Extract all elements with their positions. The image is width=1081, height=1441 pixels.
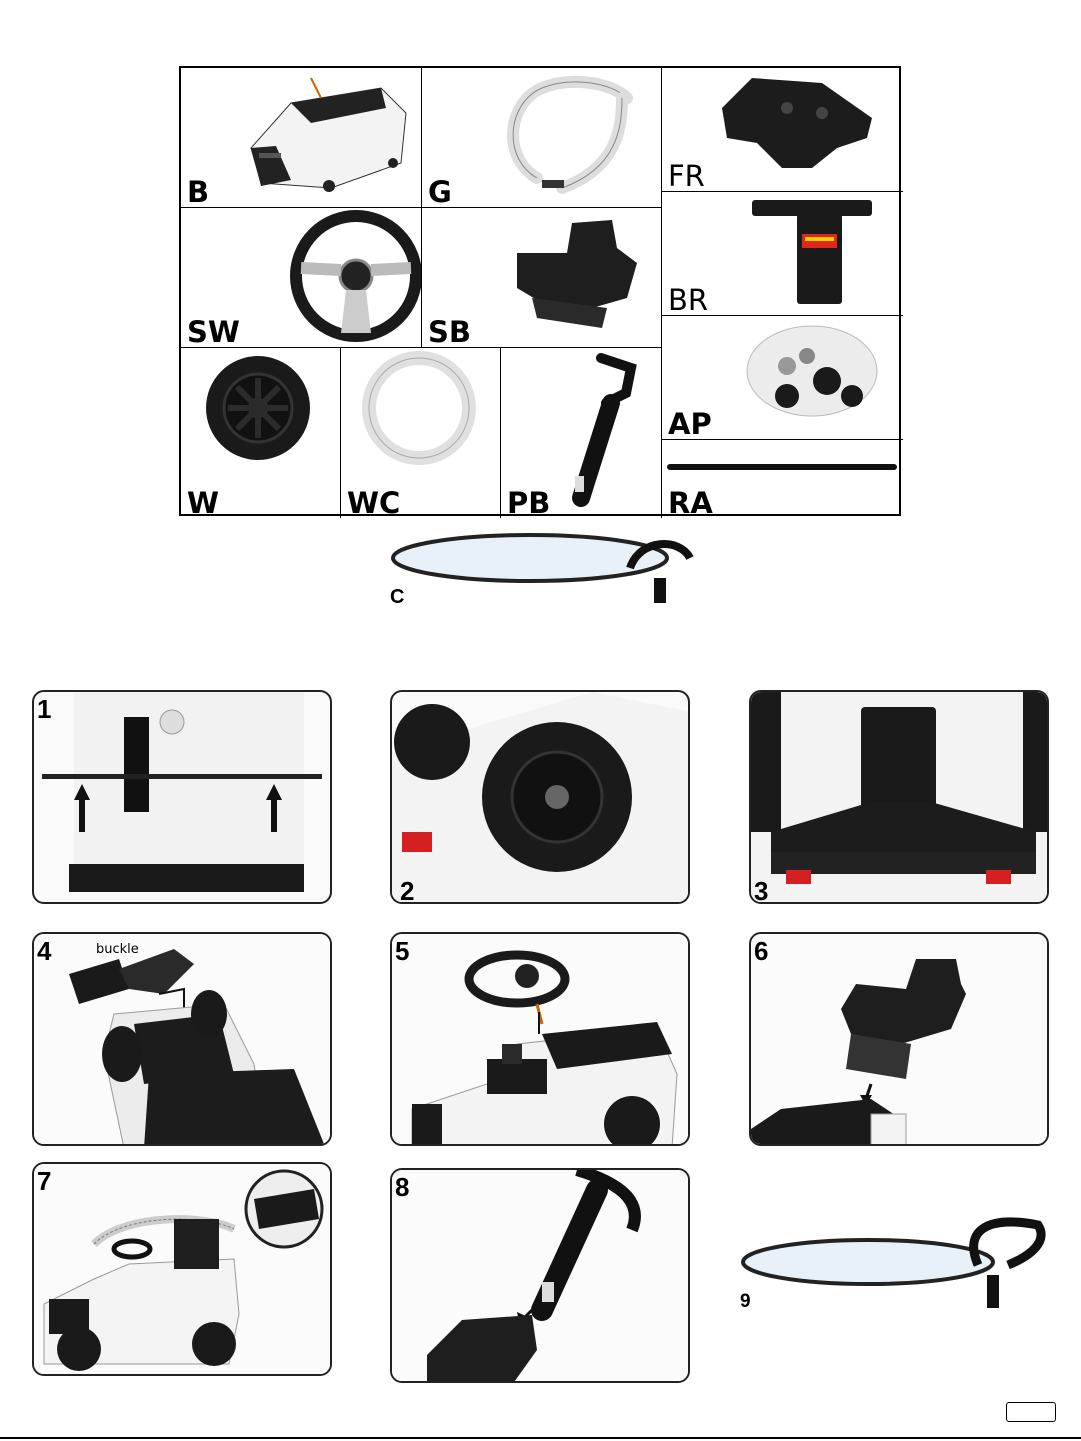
step-7-image (34, 1164, 332, 1376)
step-1-panel: 1 (32, 690, 332, 904)
part-label-wc: WC (347, 489, 400, 518)
bottom-rule (0, 1437, 1081, 1439)
step-5-image (392, 934, 690, 1146)
car-body-image (181, 68, 422, 208)
part-label-br: BR (668, 286, 708, 315)
page-number-box (1006, 1402, 1056, 1422)
canopy-image (390, 528, 700, 608)
parts-list-grid: B G FR SW (179, 66, 901, 516)
part-label-g: G (428, 178, 452, 207)
step-4-panel: 4 buckle (32, 932, 332, 1146)
part-sb-seat: SB (422, 208, 662, 348)
step-number-5: 5 (395, 936, 409, 967)
part-label-b: B (187, 178, 209, 207)
step-number-8: 8 (395, 1172, 409, 1203)
step-9-canopy-image (738, 1210, 1048, 1310)
step-3-panel: 3 (749, 690, 1049, 904)
part-label-fr: FR (668, 162, 705, 191)
step-5-panel: 5 (390, 932, 690, 1146)
part-b-car-body: B (181, 68, 422, 208)
step-2-panel: 2 (390, 690, 690, 904)
part-g-guard-bar: G (422, 68, 662, 208)
part-pb-push-bar: PB (501, 348, 662, 518)
part-label-c: C (390, 586, 404, 609)
buckle-callout: buckle (96, 942, 139, 957)
step-3-image (751, 692, 1049, 904)
part-wc-wheel-cover: WC (341, 348, 501, 518)
part-sw-steering-wheel: SW (181, 208, 422, 348)
guard-bar-image (422, 68, 662, 208)
step-2-image (392, 692, 690, 904)
step-7-panel: 7 (32, 1162, 332, 1376)
part-label-w: W (187, 489, 219, 518)
step-number-4: 4 (37, 936, 51, 967)
part-w-wheel: W (181, 348, 341, 518)
step-number-3: 3 (754, 876, 768, 904)
part-fr-footrest: FR (662, 68, 903, 192)
step-number-6: 6 (754, 936, 768, 967)
step-number-1: 1 (37, 694, 51, 725)
part-label-ap: AP (668, 410, 712, 439)
step-6-panel: 6 (749, 932, 1049, 1146)
step-number-9: 9 (740, 1291, 751, 1313)
part-label-ra: RA (668, 489, 713, 518)
part-label-pb: PB (507, 489, 550, 518)
part-ap-accessory-pack: AP (662, 316, 903, 440)
step-8-image (392, 1170, 690, 1383)
step-8-panel: 8 (390, 1168, 690, 1383)
step-4-image (34, 934, 332, 1146)
step-1-image (34, 692, 332, 904)
step-number-2: 2 (400, 876, 414, 904)
part-ra-rear-axle: RA (662, 440, 903, 518)
part-label-sw: SW (187, 318, 240, 347)
step-6-image (751, 934, 1049, 1146)
part-br-bracket: BR (662, 192, 903, 316)
part-label-sb: SB (428, 318, 471, 347)
step-number-7: 7 (37, 1166, 51, 1197)
